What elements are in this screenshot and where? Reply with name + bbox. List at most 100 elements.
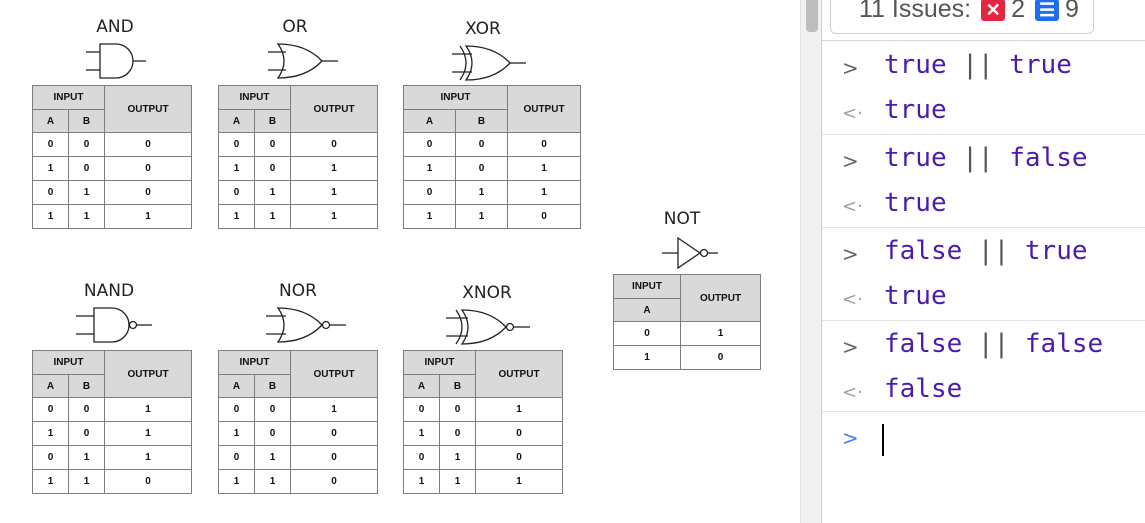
cell: 0 [680, 345, 761, 370]
input-header: INPUT [613, 274, 681, 299]
xor-gate-title: XOR [465, 19, 501, 39]
cell: 1 [290, 156, 378, 181]
and-gate-symbol-icon [86, 43, 146, 79]
code-operator: || [946, 50, 1010, 80]
console-code: false || true [884, 236, 1088, 266]
scrollbar-thumb[interactable] [806, 0, 818, 32]
input-header: INPUT [32, 85, 105, 110]
cell: 1 [439, 445, 476, 470]
nand-gate-symbol-icon [76, 307, 152, 343]
error-count: 2 [1011, 0, 1026, 23]
cell: 0 [254, 421, 291, 446]
cell: 1 [104, 445, 192, 470]
nand-gate-title: NAND [83, 281, 135, 301]
console-entry: > false || true <· true [822, 230, 1145, 321]
output-header: OUTPUT [475, 350, 563, 398]
console-code: true || false [884, 143, 1088, 173]
cell: 1 [32, 421, 69, 446]
cell: 1 [403, 469, 440, 494]
console-input-row[interactable]: > false || false [822, 323, 1145, 367]
cell: 0 [218, 397, 255, 422]
cell: 1 [455, 204, 508, 229]
console-input-row[interactable]: > true || false [822, 137, 1145, 181]
scrollbar-track[interactable] [800, 0, 822, 523]
col-b-header: B [254, 374, 291, 398]
cell: 0 [32, 132, 69, 157]
not-gate-symbol-icon [662, 236, 718, 270]
cell: 0 [403, 397, 440, 422]
console-result-row: <· true [822, 275, 1145, 319]
console-code: true || true [884, 50, 1072, 80]
cell: 0 [68, 421, 105, 446]
output-header: OUTPUT [104, 350, 192, 398]
col-a-header: A [218, 109, 255, 133]
cell: 0 [290, 421, 378, 446]
code-left: false [884, 236, 963, 266]
cell: 0 [254, 397, 291, 422]
cell: 1 [475, 397, 563, 422]
code-right: false [1009, 143, 1088, 173]
cell: 0 [475, 445, 563, 470]
xor-gate-symbol-icon [452, 45, 526, 81]
cell: 1 [254, 180, 291, 205]
chevron-right-icon: > [842, 335, 859, 359]
code-operator: || [962, 236, 1025, 266]
cell: 1 [403, 204, 456, 229]
chevron-left-icon: <· [842, 289, 863, 310]
cell: 0 [32, 445, 69, 470]
and-gate-title: AND [96, 17, 134, 37]
cell: 0 [290, 132, 378, 157]
col-b-header: B [455, 109, 508, 133]
output-header: OUTPUT [290, 350, 378, 398]
console-prompt-input[interactable]: > [822, 410, 1145, 470]
cell: 0 [32, 397, 69, 422]
issues-label: 11 Issues: [859, 0, 972, 23]
console-result-row: <· true [822, 182, 1145, 226]
input-header: INPUT [403, 350, 476, 375]
cell: 0 [68, 397, 105, 422]
issues-button[interactable]: 11 Issues:✕2☰9 [830, 0, 1094, 34]
console-result-row: <· true [822, 89, 1145, 133]
console-result-row: <· false [822, 368, 1145, 412]
cell: 0 [254, 156, 291, 181]
xnor-gate-title: XNOR [462, 283, 512, 303]
or-gate-symbol-icon [268, 43, 338, 79]
cell: 1 [290, 180, 378, 205]
input-header: INPUT [403, 85, 508, 110]
cell: 0 [254, 132, 291, 157]
cell: 0 [218, 132, 255, 157]
col-b-header: B [68, 109, 105, 133]
cell: 1 [68, 445, 105, 470]
col-b-header: B [439, 374, 476, 398]
console-input-row[interactable]: > true || true [822, 44, 1145, 88]
console-input-row[interactable]: > false || true [822, 230, 1145, 274]
cell: 1 [680, 321, 761, 346]
cell: 0 [475, 421, 563, 446]
cell: 1 [507, 156, 581, 181]
cell: 0 [403, 180, 456, 205]
text-caret [882, 424, 884, 456]
cell: 1 [218, 421, 255, 446]
cell: 1 [104, 397, 192, 422]
message-count: 9 [1065, 0, 1079, 23]
cell: 1 [475, 469, 563, 494]
cell: 0 [104, 180, 192, 205]
chevron-right-icon: > [842, 149, 859, 173]
